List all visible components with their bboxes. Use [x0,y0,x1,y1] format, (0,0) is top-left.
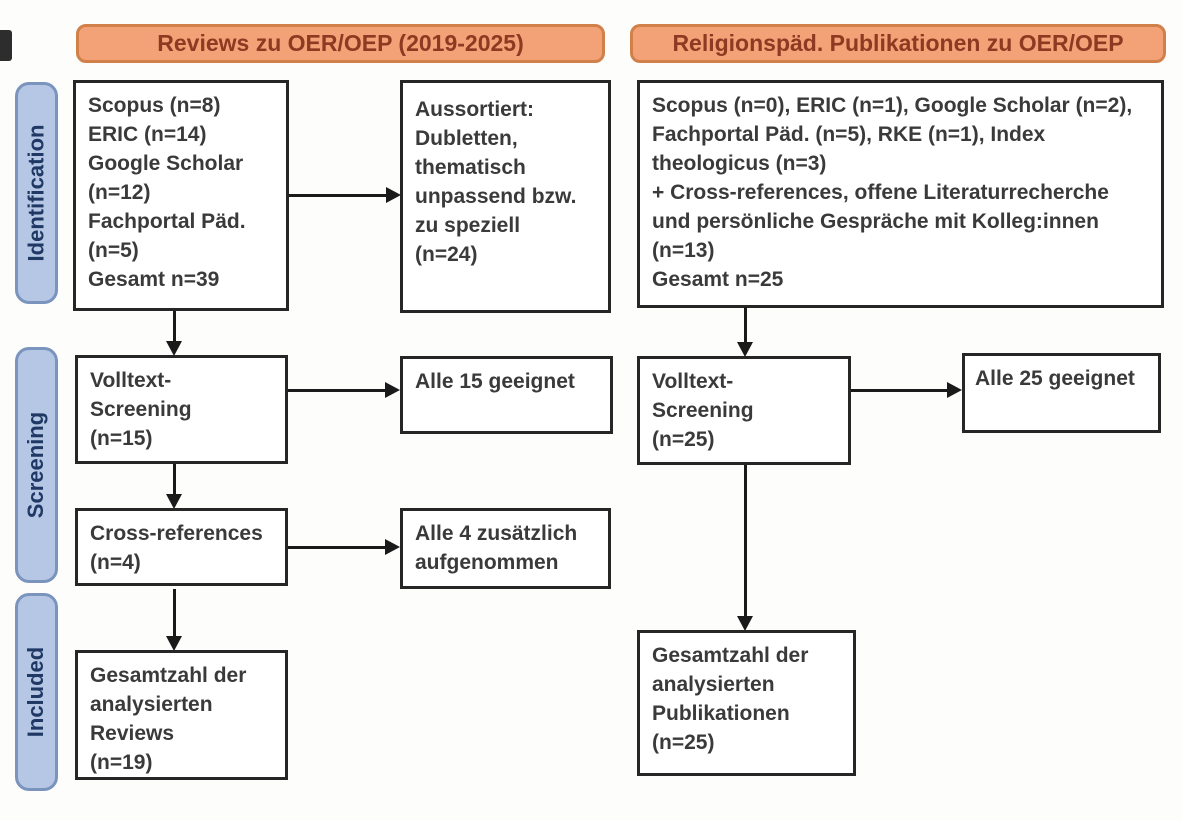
phase-label-included-text: Included [23,646,49,738]
arrow-left-crossref-to-included [166,589,182,651]
phase-label-included: Included [15,593,58,791]
box-left-crossreferences: Cross-references (n=4) [75,508,288,586]
box-left-included-total: Gesamtzahl der analysierten Reviews (n=1… [75,650,288,780]
phase-label-screening: Screening [15,347,58,583]
phase-label-identification-text: Identification [23,124,49,262]
arrow-right-fulltext-to-result [851,382,962,398]
box-left-crossreferences-result: Alle 4 zusätzlich aufgenommen [400,508,611,589]
arrow-left-sources-to-fulltext [166,311,182,356]
arrow-right-fulltext-to-included [737,465,753,631]
box-right-sources: Scopus (n=0), ERIC (n=1), Google Scholar… [637,80,1164,308]
box-right-fulltext-result: Alle 25 geeignet [962,353,1161,433]
box-left-fulltext-screening: Volltext- Screening (n=15) [75,355,288,464]
box-right-included-total: Gesamtzahl der analysierten Publikatione… [637,630,856,776]
box-left-sources: Scopus (n=8) ERIC (n=14) Google Scholar … [73,80,289,311]
column-header-religionspaed: Religionspäd. Publikationen zu OER/OEP [630,24,1166,63]
phase-label-screening-text: Screening [23,411,49,519]
arrow-left-crossref-to-result [288,539,400,555]
box-right-fulltext-screening: Volltext- Screening (n=25) [637,356,851,465]
phase-label-identification: Identification [15,82,58,304]
arrow-left-fulltext-to-crossref [166,464,182,509]
box-left-fulltext-result: Alle 15 geeignet [400,356,613,434]
arrow-right-sources-to-fulltext [737,307,753,357]
box-left-excluded: Aussortiert: Dubletten, thematisch unpas… [400,80,611,313]
arrow-left-sources-to-excluded [289,187,401,203]
scan-edge-mark [0,30,12,61]
arrow-left-fulltext-to-result [288,382,400,398]
column-header-reviews: Reviews zu OER/OEP (2019-2025) [76,24,605,63]
